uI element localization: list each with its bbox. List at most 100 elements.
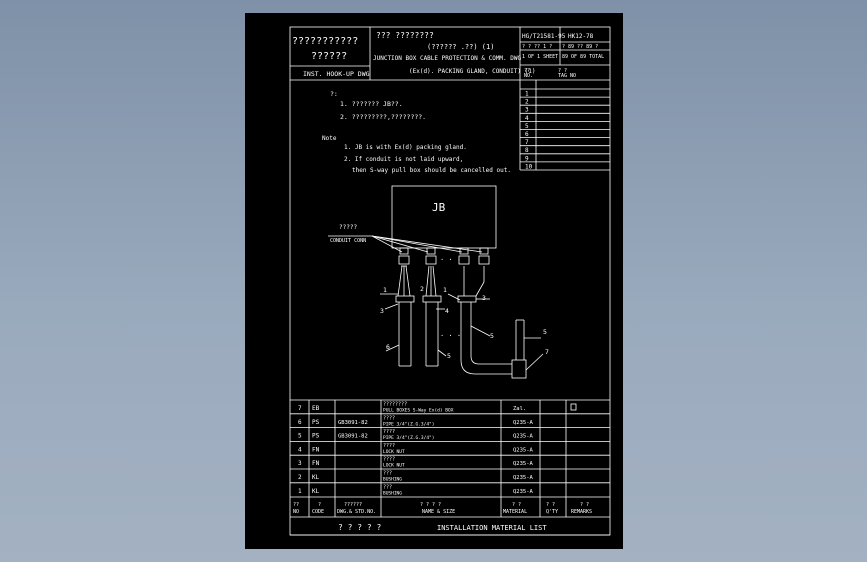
title-doc-no: HG/T21581-95 xyxy=(522,33,566,40)
ml-row-std: GB3091-82 xyxy=(338,434,368,440)
callout-1a: 1 xyxy=(383,286,387,294)
drawing-sheet xyxy=(245,13,623,549)
ml-header-name-zh: ? ? ? ? xyxy=(420,502,441,508)
callout-5b: 5 xyxy=(447,352,451,360)
jb-label: JB xyxy=(432,201,446,214)
ml-header-code-en: CODE xyxy=(312,509,324,515)
tag-table-row-no: 7 xyxy=(525,139,529,146)
ml-header-remarks-zh: ? ? xyxy=(580,502,589,508)
note-zh-1: 1. ??????? JB??. xyxy=(340,100,403,108)
ml-row-no: 7 xyxy=(298,405,302,412)
packing-gland-2 xyxy=(425,247,437,297)
title-center-line3: (Ex(d). PACKING GLAND, CONDUIT) (1) xyxy=(409,68,535,75)
ml-header-material-zh: ? ? xyxy=(512,502,521,508)
conduit-pipe-1 xyxy=(398,302,412,367)
callout-labels: 1 2 4 1 3 3 5 6 5 7 5 xyxy=(380,285,549,371)
conduit-pipe-3 xyxy=(460,302,527,379)
ml-row-no: 1 xyxy=(298,488,302,495)
ml-row-material: Q235-A xyxy=(513,447,534,453)
ml-header-material-en: MATERIAL xyxy=(503,509,527,515)
note-zh-head: ?: xyxy=(330,90,338,98)
callout-3b: 3 xyxy=(380,307,384,315)
ml-row-checkbox xyxy=(570,403,577,411)
title-sheet-row1b: ? 89 ?? 89 ? xyxy=(562,44,598,50)
tag-table-row-no: 8 xyxy=(525,147,529,154)
title-sheet-row1: ? ? ?? 1 ? xyxy=(522,44,552,50)
ml-row-name-en: BUSHING xyxy=(383,477,402,483)
ml-row-name-en: LOCK NUT xyxy=(383,449,405,455)
ml-row-material: Q235-A xyxy=(513,475,534,481)
title-sheet-row2b: 89 OF 89 TOTAL xyxy=(562,54,604,60)
ml-row-name-zh: ???????? xyxy=(383,402,407,408)
ml-footer-en: INSTALLATION MATERIAL LIST xyxy=(437,524,547,532)
ml-row-code: KL xyxy=(312,474,320,481)
junction-box xyxy=(391,185,497,249)
ml-footer-zh: ? ? ? ? ? xyxy=(338,523,382,532)
ml-row-material: Zal. xyxy=(513,406,526,412)
ml-row-name-zh: ??? xyxy=(383,484,392,490)
callout-7: 7 xyxy=(545,348,549,356)
tag-table-header-no: ?? xyxy=(524,68,530,74)
tag-table-header-tag-en: TAG NO xyxy=(558,73,576,79)
tag-table-header-tag: ? ? xyxy=(558,68,567,74)
tag-table-row-no: 3 xyxy=(525,107,529,114)
ml-row-material: Q235-A xyxy=(513,489,534,495)
ml-row-no: 4 xyxy=(298,446,302,453)
ml-row-name-en: BUSHING xyxy=(383,490,402,496)
packing-gland-4 xyxy=(475,247,490,297)
callout-6: 6 xyxy=(386,343,390,351)
ml-row-code: EB xyxy=(312,405,320,412)
ml-header-remarks-en: REMARKS xyxy=(571,509,592,515)
ml-row-no: 2 xyxy=(298,474,302,481)
ml-row-code: PS xyxy=(312,433,320,440)
ml-row-std: GB3091-82 xyxy=(338,420,368,426)
ml-row-name-zh: ???? xyxy=(383,429,395,435)
note-en-head: Note xyxy=(322,135,337,142)
pull-box xyxy=(511,359,527,379)
dots-mid: · · · xyxy=(440,332,461,340)
packing-gland-1 xyxy=(397,247,411,297)
note-zh-2: 2. ?????????,????????. xyxy=(340,113,426,121)
tag-table-row-no: 1 xyxy=(525,91,529,98)
packing-gland-3 xyxy=(458,247,470,296)
ml-row-no: 6 xyxy=(298,419,302,426)
callout-1b: 1 xyxy=(443,286,447,294)
ml-row-code: FN xyxy=(312,446,320,453)
ml-header-no-en: NO xyxy=(293,509,299,515)
callout-5a: 5 xyxy=(490,332,494,340)
ml-row-material: Q235-A xyxy=(513,434,534,440)
ml-row-name-en: PIPE 3/4"(Z.G.3/4") xyxy=(383,435,434,441)
ml-row-name-en: PULL BOXES S-Way Ex(d) BOX xyxy=(383,408,454,414)
conduit-label-zh: ????? xyxy=(339,224,357,231)
title-doc-code: HK12-78 xyxy=(568,33,594,40)
ml-row-name-zh: ???? xyxy=(383,443,395,449)
callout-3a: 3 xyxy=(482,294,486,302)
tag-table-row-no: 4 xyxy=(525,115,529,122)
ml-header-qty-zh: ? ? xyxy=(546,502,555,508)
ml-header-name-en: NAME & SIZE xyxy=(422,509,455,515)
title-left-bottom: INST. HOOK-UP DWG xyxy=(303,70,370,78)
material-list-table: ?? NO ? CODE ?????? DWG.& STD.NO. ? ? ? … xyxy=(290,399,610,536)
title-sheet-row2: 1 OF 1 SHEET xyxy=(522,54,558,60)
ml-row-name-zh: ??? xyxy=(383,471,392,477)
ml-row-code: KL xyxy=(312,488,320,495)
title-center-line2: JUNCTION BOX CABLE PROTECTION & COMM. DW… xyxy=(373,55,521,62)
note-en-3: then S-way pull box should be cancelled … xyxy=(352,167,511,174)
conduit-pipe-2 xyxy=(425,302,439,367)
drawing-frame xyxy=(289,26,611,536)
ml-header-code-zh: ? xyxy=(318,502,321,508)
title-center-sub: (?????? .??) (1) xyxy=(427,43,494,51)
callout-2: 2 xyxy=(420,285,424,293)
ml-row-material: Q235-A xyxy=(513,461,534,467)
callout-5c: 5 xyxy=(543,328,547,336)
title-left-mid: ?????? xyxy=(311,51,347,62)
junction-box-diagram: JB ????? CONDUIT CONN xyxy=(328,185,549,379)
tag-table-header-no-en: NO. xyxy=(524,73,533,79)
tag-table-row-no: 10 xyxy=(525,163,533,170)
title-center-top: ??? ???????? xyxy=(376,31,434,40)
ml-row-no: 5 xyxy=(298,433,302,440)
tag-table-row-no: 5 xyxy=(525,123,529,130)
conduit-label-en: CONDUIT CONN xyxy=(330,238,366,244)
